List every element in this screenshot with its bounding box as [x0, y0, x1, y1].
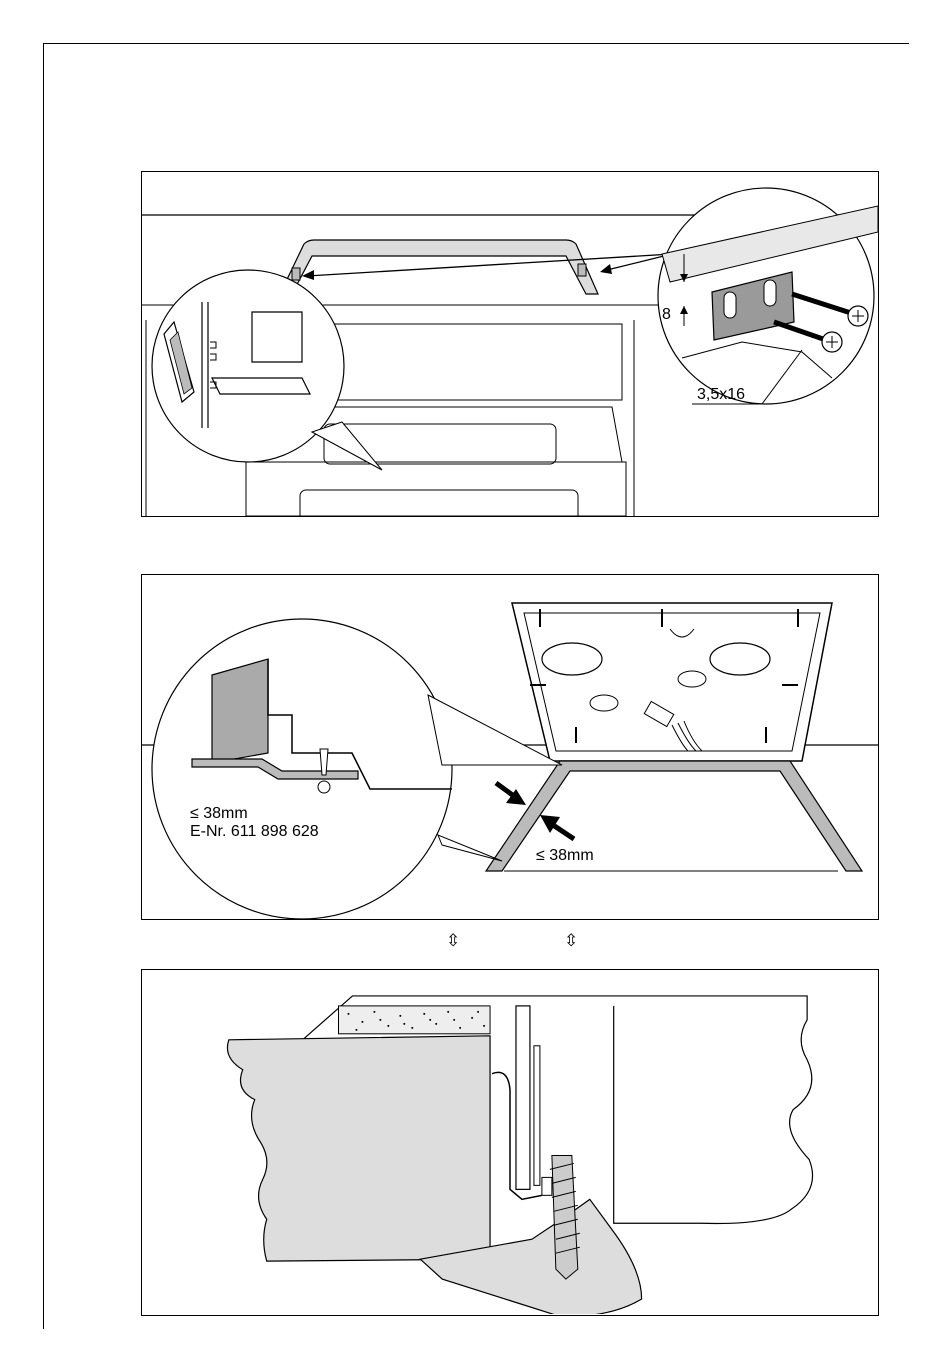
page-border-left	[43, 43, 44, 1329]
insulation-strip	[338, 1006, 490, 1034]
frame-clip-left	[292, 268, 300, 280]
screw-size-label: 3,5x16	[697, 386, 745, 404]
mounting-frame	[280, 240, 598, 294]
updown-arrow-right-icon: ⇳	[564, 931, 578, 951]
worktop-section-drawing	[142, 970, 878, 1314]
detail-label-line2: E-Nr. 611 898 628	[190, 823, 319, 841]
oven-window-lower	[300, 490, 578, 516]
heating-zone-small	[678, 671, 706, 687]
heating-zone-small-2	[590, 695, 618, 711]
dimension-label-8: 8	[662, 306, 671, 324]
oven-bracket-drawing	[142, 172, 878, 516]
detail-circle	[152, 619, 452, 919]
figure-hob-installation: ≤ 38mm E-Nr. 611 898 628 ≤ 38mm	[141, 574, 879, 920]
figure-oven-mounting-brackets: 8 3,5x16	[141, 171, 879, 517]
detail-label-line1: ≤ 38mm	[190, 805, 248, 823]
pointer-line	[307, 254, 672, 276]
heating-zone-left	[542, 643, 602, 675]
figure-worktop-section	[141, 969, 879, 1316]
pointer-arrowhead-right	[600, 264, 612, 274]
page-border-top	[43, 43, 909, 44]
gap-label: ≤ 38mm	[536, 847, 594, 865]
bracket-slot-right	[764, 280, 776, 306]
fixing-screw-body	[552, 1155, 578, 1279]
worktop-section	[212, 659, 268, 763]
bracket-slot-left	[724, 292, 736, 318]
hob-underside	[512, 603, 832, 761]
worktop-slab	[227, 1036, 490, 1261]
panel-vertical-1	[516, 1006, 530, 1189]
oven-lower-panel	[246, 462, 626, 516]
updown-arrow-left-icon: ⇳	[446, 931, 460, 951]
hob-installation-drawing	[142, 575, 878, 919]
frame-clip-right	[578, 264, 586, 276]
heating-zone-right	[710, 643, 770, 675]
fixing-screw	[320, 749, 328, 775]
